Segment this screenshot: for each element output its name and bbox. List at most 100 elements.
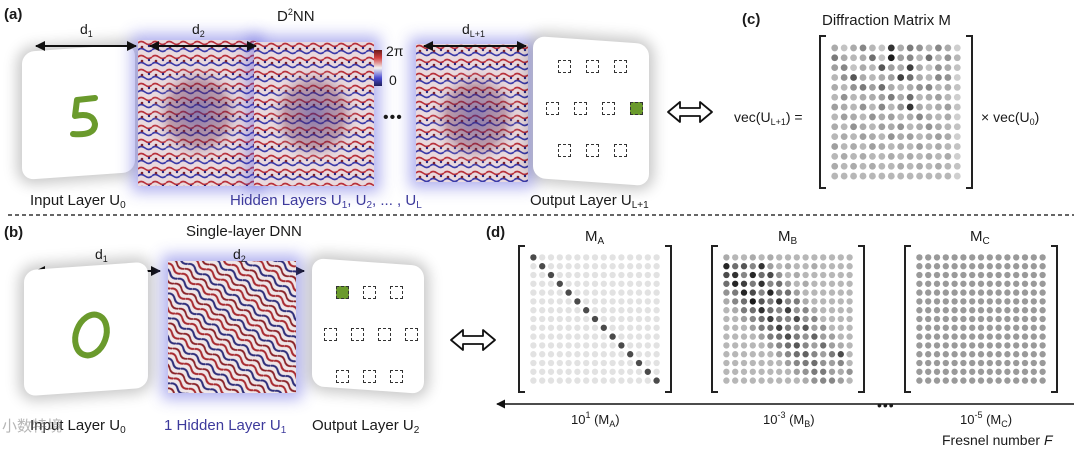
matrix-element xyxy=(784,377,792,384)
matrix-element xyxy=(977,377,985,384)
matrix-element xyxy=(1004,368,1011,375)
matrix-element xyxy=(869,93,876,101)
matrix-element xyxy=(609,377,616,384)
matrix-element xyxy=(583,315,590,323)
matrix-element xyxy=(802,307,809,314)
matrix-element xyxy=(547,271,555,279)
matrix-element xyxy=(837,298,844,305)
matrix-element xyxy=(859,113,867,121)
matrix-element xyxy=(767,280,774,287)
matrix-element xyxy=(600,263,607,270)
matrix-element xyxy=(609,271,616,279)
matrix-element xyxy=(600,333,607,340)
matrix-element xyxy=(942,307,949,314)
matrix-element xyxy=(969,368,976,375)
matrix-element xyxy=(840,64,848,72)
matrix-element xyxy=(811,315,818,323)
matrix-element xyxy=(828,351,836,358)
matrix-element xyxy=(944,103,952,111)
matrix-element xyxy=(609,351,616,358)
matrix-element xyxy=(850,64,857,72)
matrix-element xyxy=(969,359,976,367)
matrix-element xyxy=(969,254,976,261)
matrix-element xyxy=(723,271,730,279)
matrix-element xyxy=(951,368,958,375)
matrix-element xyxy=(820,289,827,296)
fresnel-tick-a: 101 (MA) xyxy=(571,410,620,429)
matrix-element xyxy=(1021,307,1029,314)
matrix-element xyxy=(840,123,848,131)
matrix-element xyxy=(547,359,555,367)
matrix-element xyxy=(951,359,958,367)
output-a-detector xyxy=(546,102,559,115)
matrix-element xyxy=(850,162,857,170)
matrix-element xyxy=(635,351,643,358)
matrix-element xyxy=(653,271,660,279)
matrix-element xyxy=(635,324,643,331)
matrix-element xyxy=(986,271,993,279)
matrix-element xyxy=(820,377,827,384)
matrix-element xyxy=(916,172,923,180)
matrix-element xyxy=(1021,359,1029,367)
fresnel-tick-b: 10-3 (MB) xyxy=(763,410,815,429)
matrix-element xyxy=(556,324,563,331)
matrix-element xyxy=(828,298,836,305)
matrix-element xyxy=(556,307,563,314)
matrix-element xyxy=(951,263,958,270)
matrix-element xyxy=(942,254,949,261)
matrix-element xyxy=(1013,333,1020,340)
matrix-element xyxy=(897,44,905,52)
matrix-element xyxy=(828,315,836,323)
matrix-element xyxy=(644,315,651,323)
matrix-element xyxy=(627,333,634,340)
colorbar-top-label: 2π xyxy=(386,43,404,59)
matrix-element xyxy=(1039,280,1046,287)
matrix-element xyxy=(600,351,607,358)
matrix-element xyxy=(977,351,985,358)
matrix-element xyxy=(925,351,932,358)
matrix-element xyxy=(565,315,572,323)
matrix-element xyxy=(591,315,599,323)
matrix-element xyxy=(887,83,895,91)
matrix-element xyxy=(740,359,748,367)
matrix-element xyxy=(1013,298,1020,305)
matrix-element xyxy=(635,342,643,349)
matrix-element xyxy=(916,368,923,375)
matrix-element xyxy=(618,298,625,305)
matrix-element xyxy=(977,368,985,375)
matrix-element xyxy=(840,44,848,52)
matrix-element xyxy=(906,103,914,111)
matrix-element xyxy=(644,280,651,287)
matrix-element xyxy=(846,377,853,384)
matrix-element xyxy=(776,359,783,367)
matrix-element xyxy=(977,359,985,367)
matrix-element xyxy=(1021,280,1029,287)
matrix-element xyxy=(944,74,952,81)
matrix-element xyxy=(811,368,818,375)
matrix-element xyxy=(820,263,827,270)
matrix-element xyxy=(1021,271,1029,279)
matrix-element xyxy=(758,324,765,331)
matrix-element xyxy=(925,263,932,270)
matrix-element xyxy=(953,162,961,170)
matrix-element xyxy=(618,254,625,261)
matrix-element xyxy=(935,93,942,101)
matrix-element xyxy=(850,44,857,52)
matrix-element xyxy=(811,324,818,331)
matrix-element xyxy=(1004,333,1011,340)
matrix-element xyxy=(635,254,643,261)
matrix-element xyxy=(556,342,563,349)
output-a-detector xyxy=(614,60,627,73)
matrix-element xyxy=(653,368,660,375)
matrix-element xyxy=(925,93,933,101)
matrix-element xyxy=(565,271,572,279)
matrix-element xyxy=(951,315,958,323)
matrix-element xyxy=(1004,359,1011,367)
panel-b-label: (b) xyxy=(4,224,24,241)
matrix-element xyxy=(618,307,625,314)
matrix-element xyxy=(644,377,651,384)
matrix-element xyxy=(859,83,867,91)
matrix-element xyxy=(986,368,993,375)
matrix-element xyxy=(539,271,546,279)
matrix-element xyxy=(644,368,651,375)
